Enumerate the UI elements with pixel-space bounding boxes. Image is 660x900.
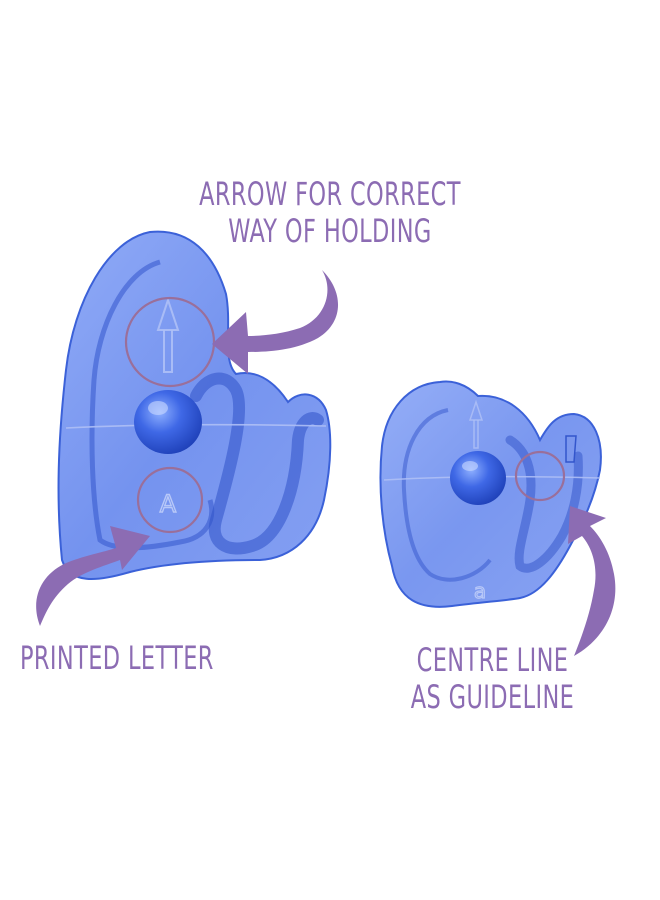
callout-centre-line2: AS GUIDELINE xyxy=(410,678,575,716)
callout-label-printed: PRINTED LETTER xyxy=(20,640,238,677)
letter-highlight-circle xyxy=(136,466,204,534)
highlight-circles xyxy=(124,296,566,534)
arrow-highlight-circle xyxy=(124,296,216,388)
callout-arrow-left-icon xyxy=(36,526,150,626)
plunger-knob xyxy=(134,390,202,454)
large-letter-cutter: A xyxy=(57,230,332,581)
centreline-highlight-circle xyxy=(514,450,566,502)
callout-arrows xyxy=(36,270,616,656)
callout-arrow-line2: WAY OF HOLDING xyxy=(228,212,432,250)
callout-label-centre: CENTRE LINE AS GUIDELINE xyxy=(385,642,600,716)
small-plunger-knob xyxy=(450,451,506,505)
callout-arrow-right-icon xyxy=(568,506,616,656)
callout-arrow-line1: ARROW FOR CORRECT xyxy=(199,175,461,213)
callout-printed-line1: PRINTED LETTER xyxy=(20,639,214,677)
callout-centre-line1: CENTRE LINE xyxy=(416,641,569,679)
letter-marking-large: A xyxy=(160,490,177,518)
arrow-marking-icon xyxy=(156,296,180,373)
callout-arrow-top-icon xyxy=(212,270,339,374)
small-letter-cutter: a xyxy=(379,380,602,608)
letter-marking-small: a xyxy=(474,579,486,603)
callout-label-arrow: ARROW FOR CORRECT WAY OF HOLDING xyxy=(182,176,478,250)
small-arrow-marking-icon xyxy=(468,399,484,449)
